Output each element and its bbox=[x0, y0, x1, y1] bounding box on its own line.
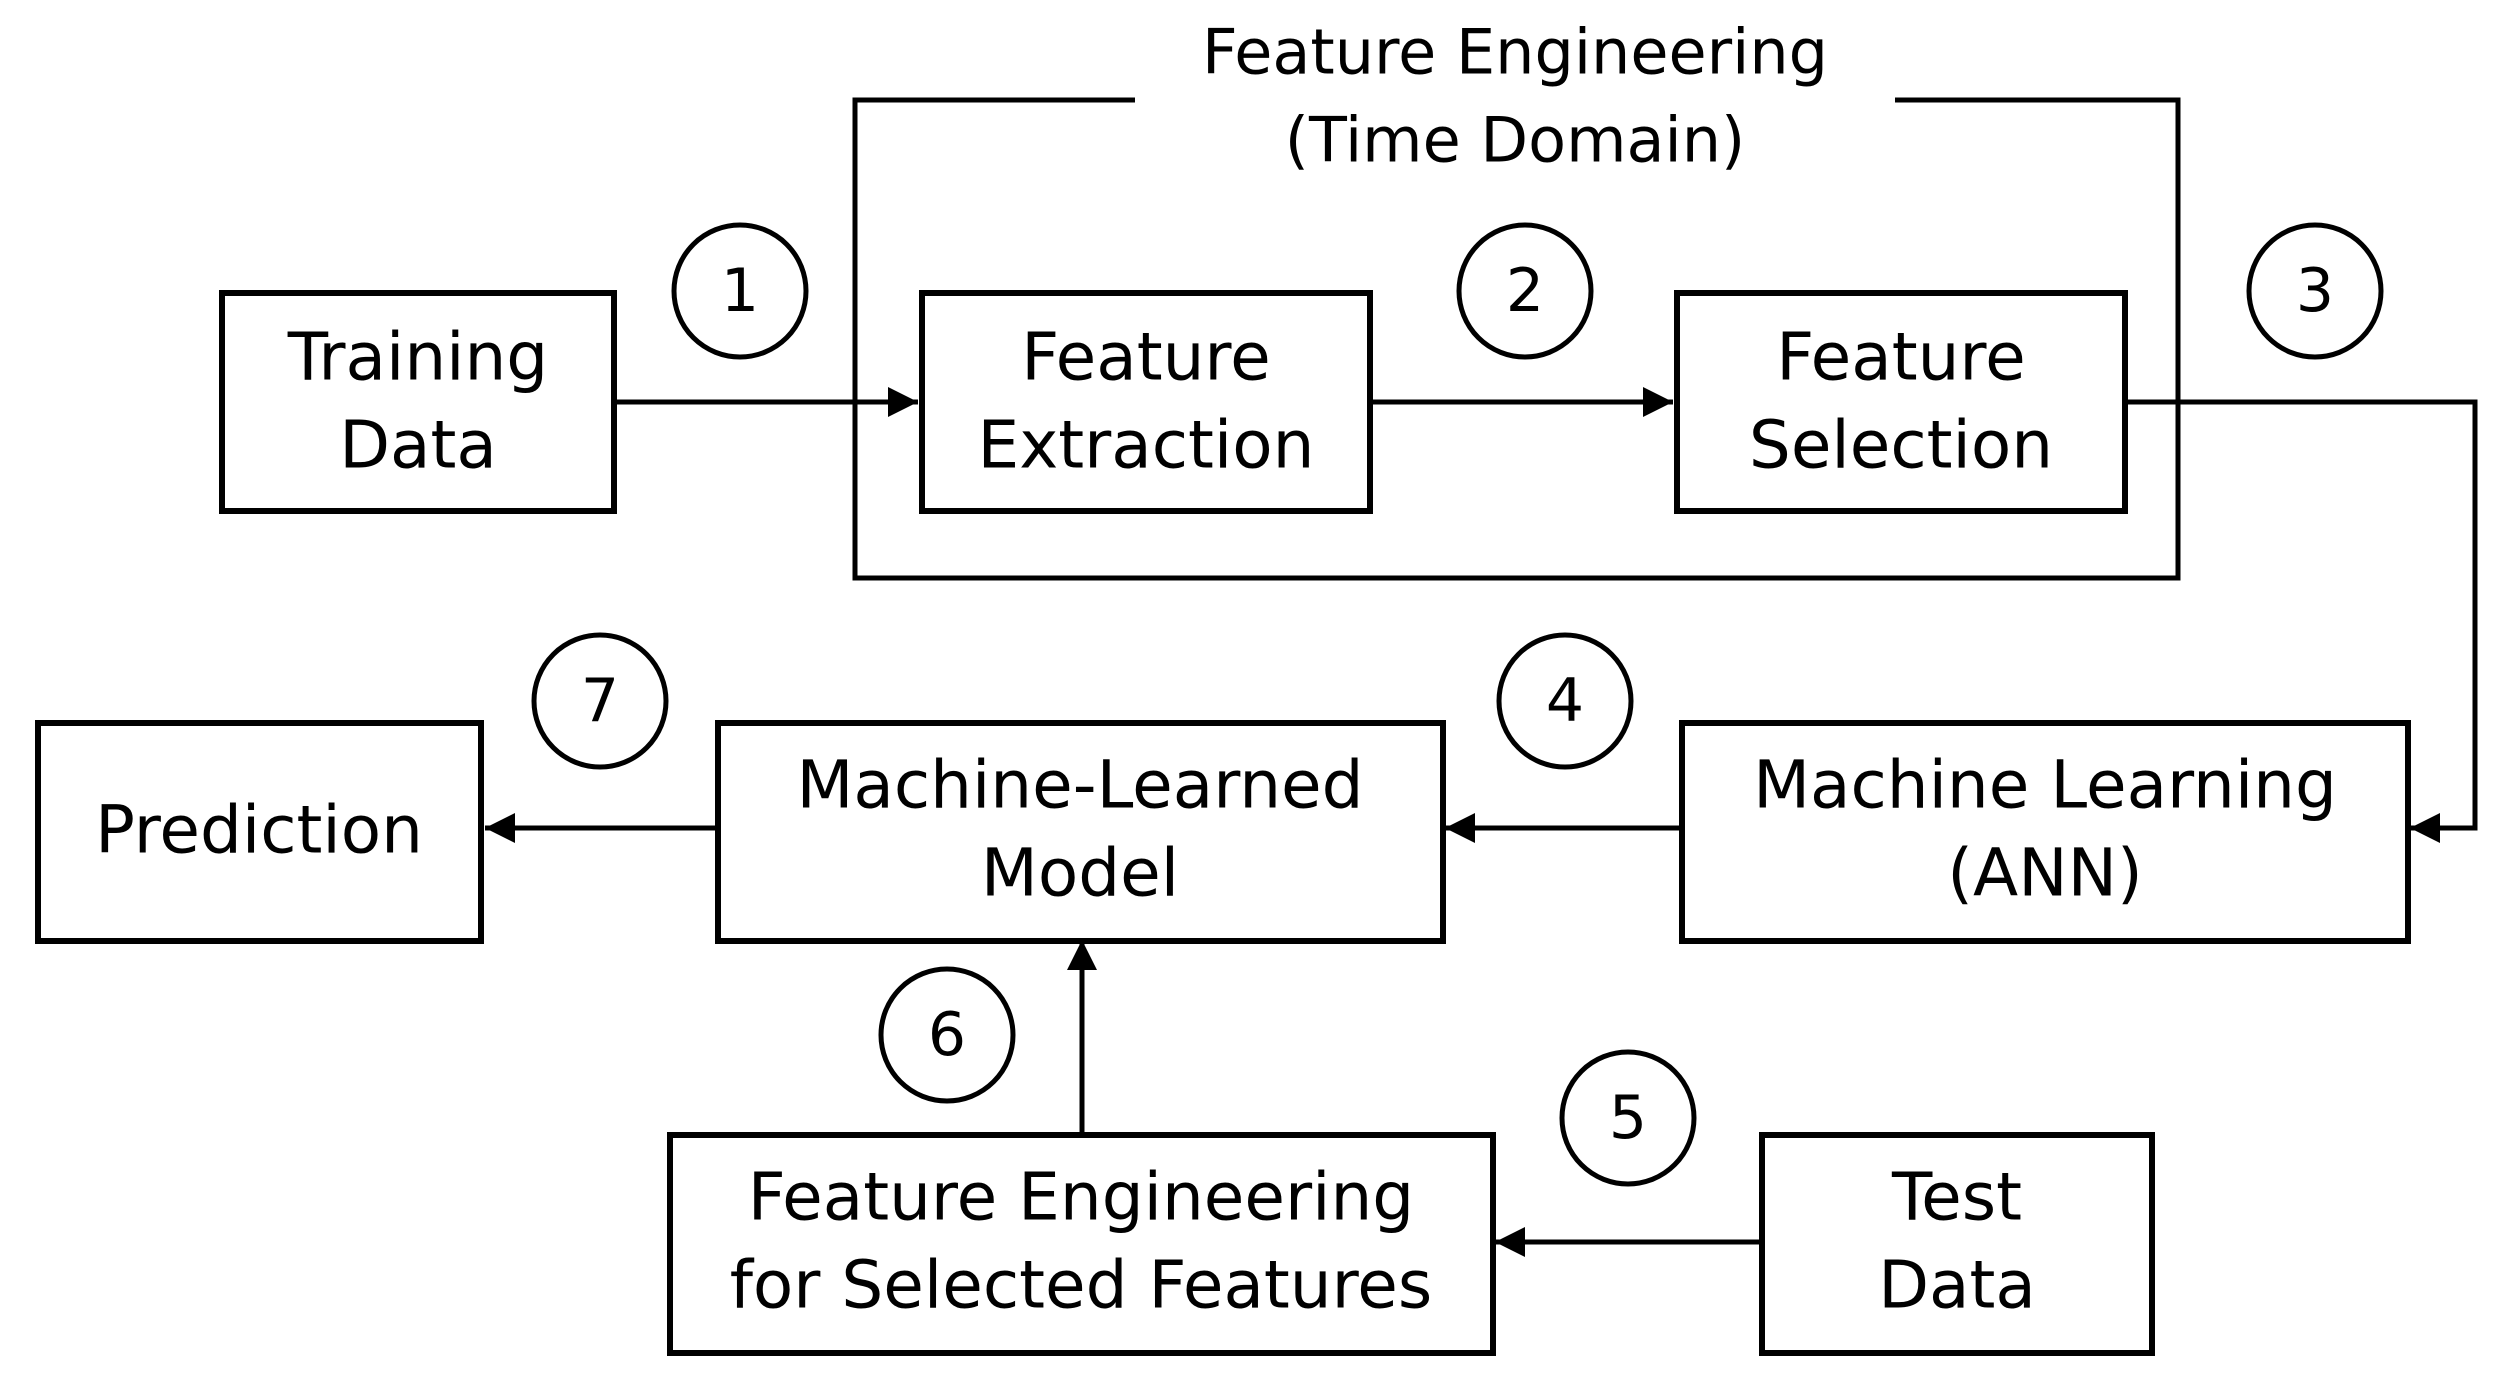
step-2-label: 2 bbox=[1506, 256, 1544, 326]
step-2-marker: 2 bbox=[1456, 222, 1594, 360]
feature-selection-node: Feature Selection bbox=[1674, 290, 2128, 514]
test-data-line1: Test bbox=[1891, 1159, 2022, 1236]
fe-selected-line2: for Selected Features bbox=[730, 1247, 1433, 1324]
test-data-node: Test Data bbox=[1759, 1132, 2155, 1356]
step-7-marker: 7 bbox=[531, 632, 669, 770]
step-5-marker: 5 bbox=[1559, 1049, 1697, 1187]
training-data-line2: Data bbox=[339, 407, 497, 484]
group-title-line2: (Time Domain) bbox=[1285, 104, 1745, 177]
prediction-node: Prediction bbox=[35, 720, 484, 944]
step-7-label: 7 bbox=[581, 666, 619, 736]
arrow-selection-to-machine-learning bbox=[2125, 399, 2478, 843]
feature-extraction-node: Feature Extraction bbox=[919, 290, 1373, 514]
learned-model-node: Machine-Learned Model bbox=[715, 720, 1446, 944]
step-5-label: 5 bbox=[1609, 1083, 1647, 1153]
feature-engineering-group-frame bbox=[852, 97, 2181, 581]
step-1-marker: 1 bbox=[671, 222, 809, 360]
training-data-node: Training Data bbox=[219, 290, 617, 514]
step-1-label: 1 bbox=[721, 256, 759, 326]
test-data-line2: Data bbox=[1878, 1247, 2036, 1324]
step-6-label: 6 bbox=[928, 1000, 966, 1070]
step-6-marker: 6 bbox=[878, 966, 1016, 1104]
step-3-marker: 3 bbox=[2246, 222, 2384, 360]
prediction-label: Prediction bbox=[95, 792, 423, 869]
machine-learning-node: Machine Learning (ANN) bbox=[1679, 720, 2411, 944]
feature-selection-line1: Feature bbox=[1776, 319, 2025, 396]
machine-learning-line1: Machine Learning bbox=[1753, 747, 2337, 824]
step-3-label: 3 bbox=[2296, 256, 2334, 326]
group-title-line1: Feature Engineering bbox=[1202, 16, 1828, 89]
step-4-label: 4 bbox=[1546, 666, 1584, 736]
training-data-line1: Training bbox=[287, 319, 548, 396]
fe-selected-line1: Feature Engineering bbox=[748, 1159, 1414, 1236]
fe-selected-features-node: Feature Engineering for Selected Feature… bbox=[667, 1132, 1496, 1356]
learned-model-line2: Model bbox=[981, 835, 1179, 912]
step-4-marker: 4 bbox=[1496, 632, 1634, 770]
feature-selection-line2: Selection bbox=[1749, 407, 2053, 484]
learned-model-line1: Machine-Learned bbox=[796, 747, 1363, 824]
feature-extraction-line2: Extraction bbox=[978, 407, 1315, 484]
feature-extraction-line1: Feature bbox=[1021, 319, 1270, 396]
machine-learning-line2: (ANN) bbox=[1947, 835, 2142, 912]
